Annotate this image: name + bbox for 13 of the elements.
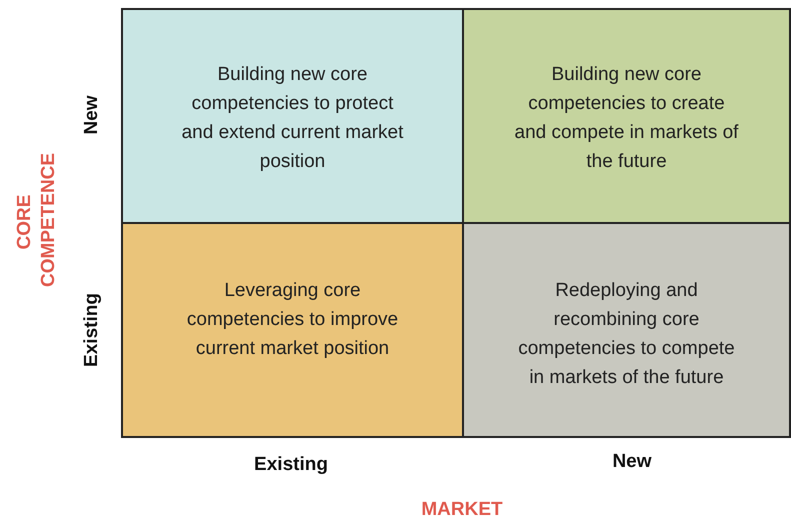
quadrant-text: Building new core competencies to protect and extend current market position [180, 63, 404, 174]
axis-label: Existing [254, 454, 328, 476]
quadrant-text: Redeploying and recombining core competencies to compete in markets of the future [517, 279, 736, 390]
quadrant-text: Building new core competencies to create and compete in markets of the future [514, 63, 740, 174]
quadrant-text: Leveraging core competencies to improve current market position [186, 279, 400, 361]
axis-label: New [81, 95, 103, 135]
quadrant-box [121, 222, 464, 438]
quadrant-box [121, 8, 464, 224]
quadrant-box [462, 222, 791, 438]
quadrant-box [462, 8, 791, 224]
axis-label: New [612, 451, 652, 473]
axis-label: Existing [81, 293, 103, 367]
axis-title: MARKET [421, 499, 503, 519]
